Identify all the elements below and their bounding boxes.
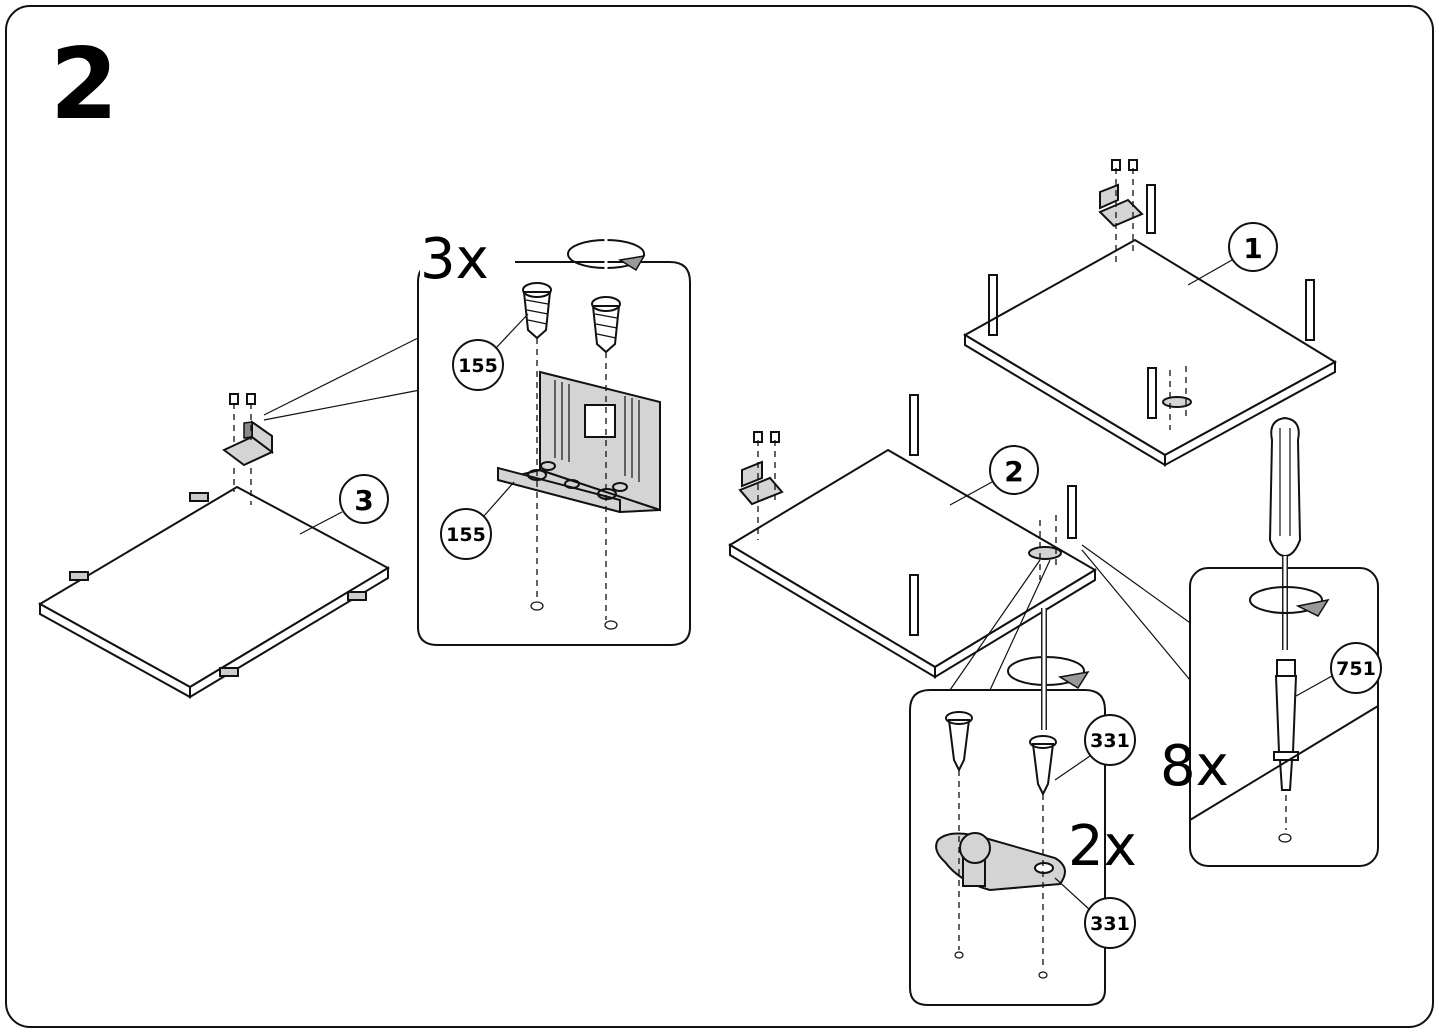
quantity-2x: 2x [1068, 814, 1137, 879]
panel-2-drawing: 2 [728, 394, 1201, 691]
part-label-331-screw: 331 [1090, 730, 1130, 752]
panel-3-label-circle [339, 474, 389, 524]
part-label-155-screw: 155 [458, 355, 498, 377]
pin-plate-detail: 2x 331 331 [909, 608, 1137, 1006]
step-number: 2 [50, 28, 118, 142]
part-label-751: 751 [1336, 658, 1376, 680]
dowel-detail: 8x 751 [1160, 416, 1382, 867]
panel-3-drawing: 3 [37, 336, 421, 699]
panel-1-drawing: 1 [963, 159, 1337, 467]
quantity-8x: 8x [1160, 734, 1229, 799]
panel-1-label: 1 [1243, 232, 1262, 265]
part-label-331-plate: 331 [1090, 913, 1130, 935]
part-label-155-bracket: 155 [446, 524, 486, 546]
panel-2-label: 2 [1004, 455, 1023, 488]
panel-3-label: 3 [354, 484, 373, 517]
bracket-detail: 3x [417, 172, 691, 646]
quantity-3x: 3x [420, 227, 489, 292]
